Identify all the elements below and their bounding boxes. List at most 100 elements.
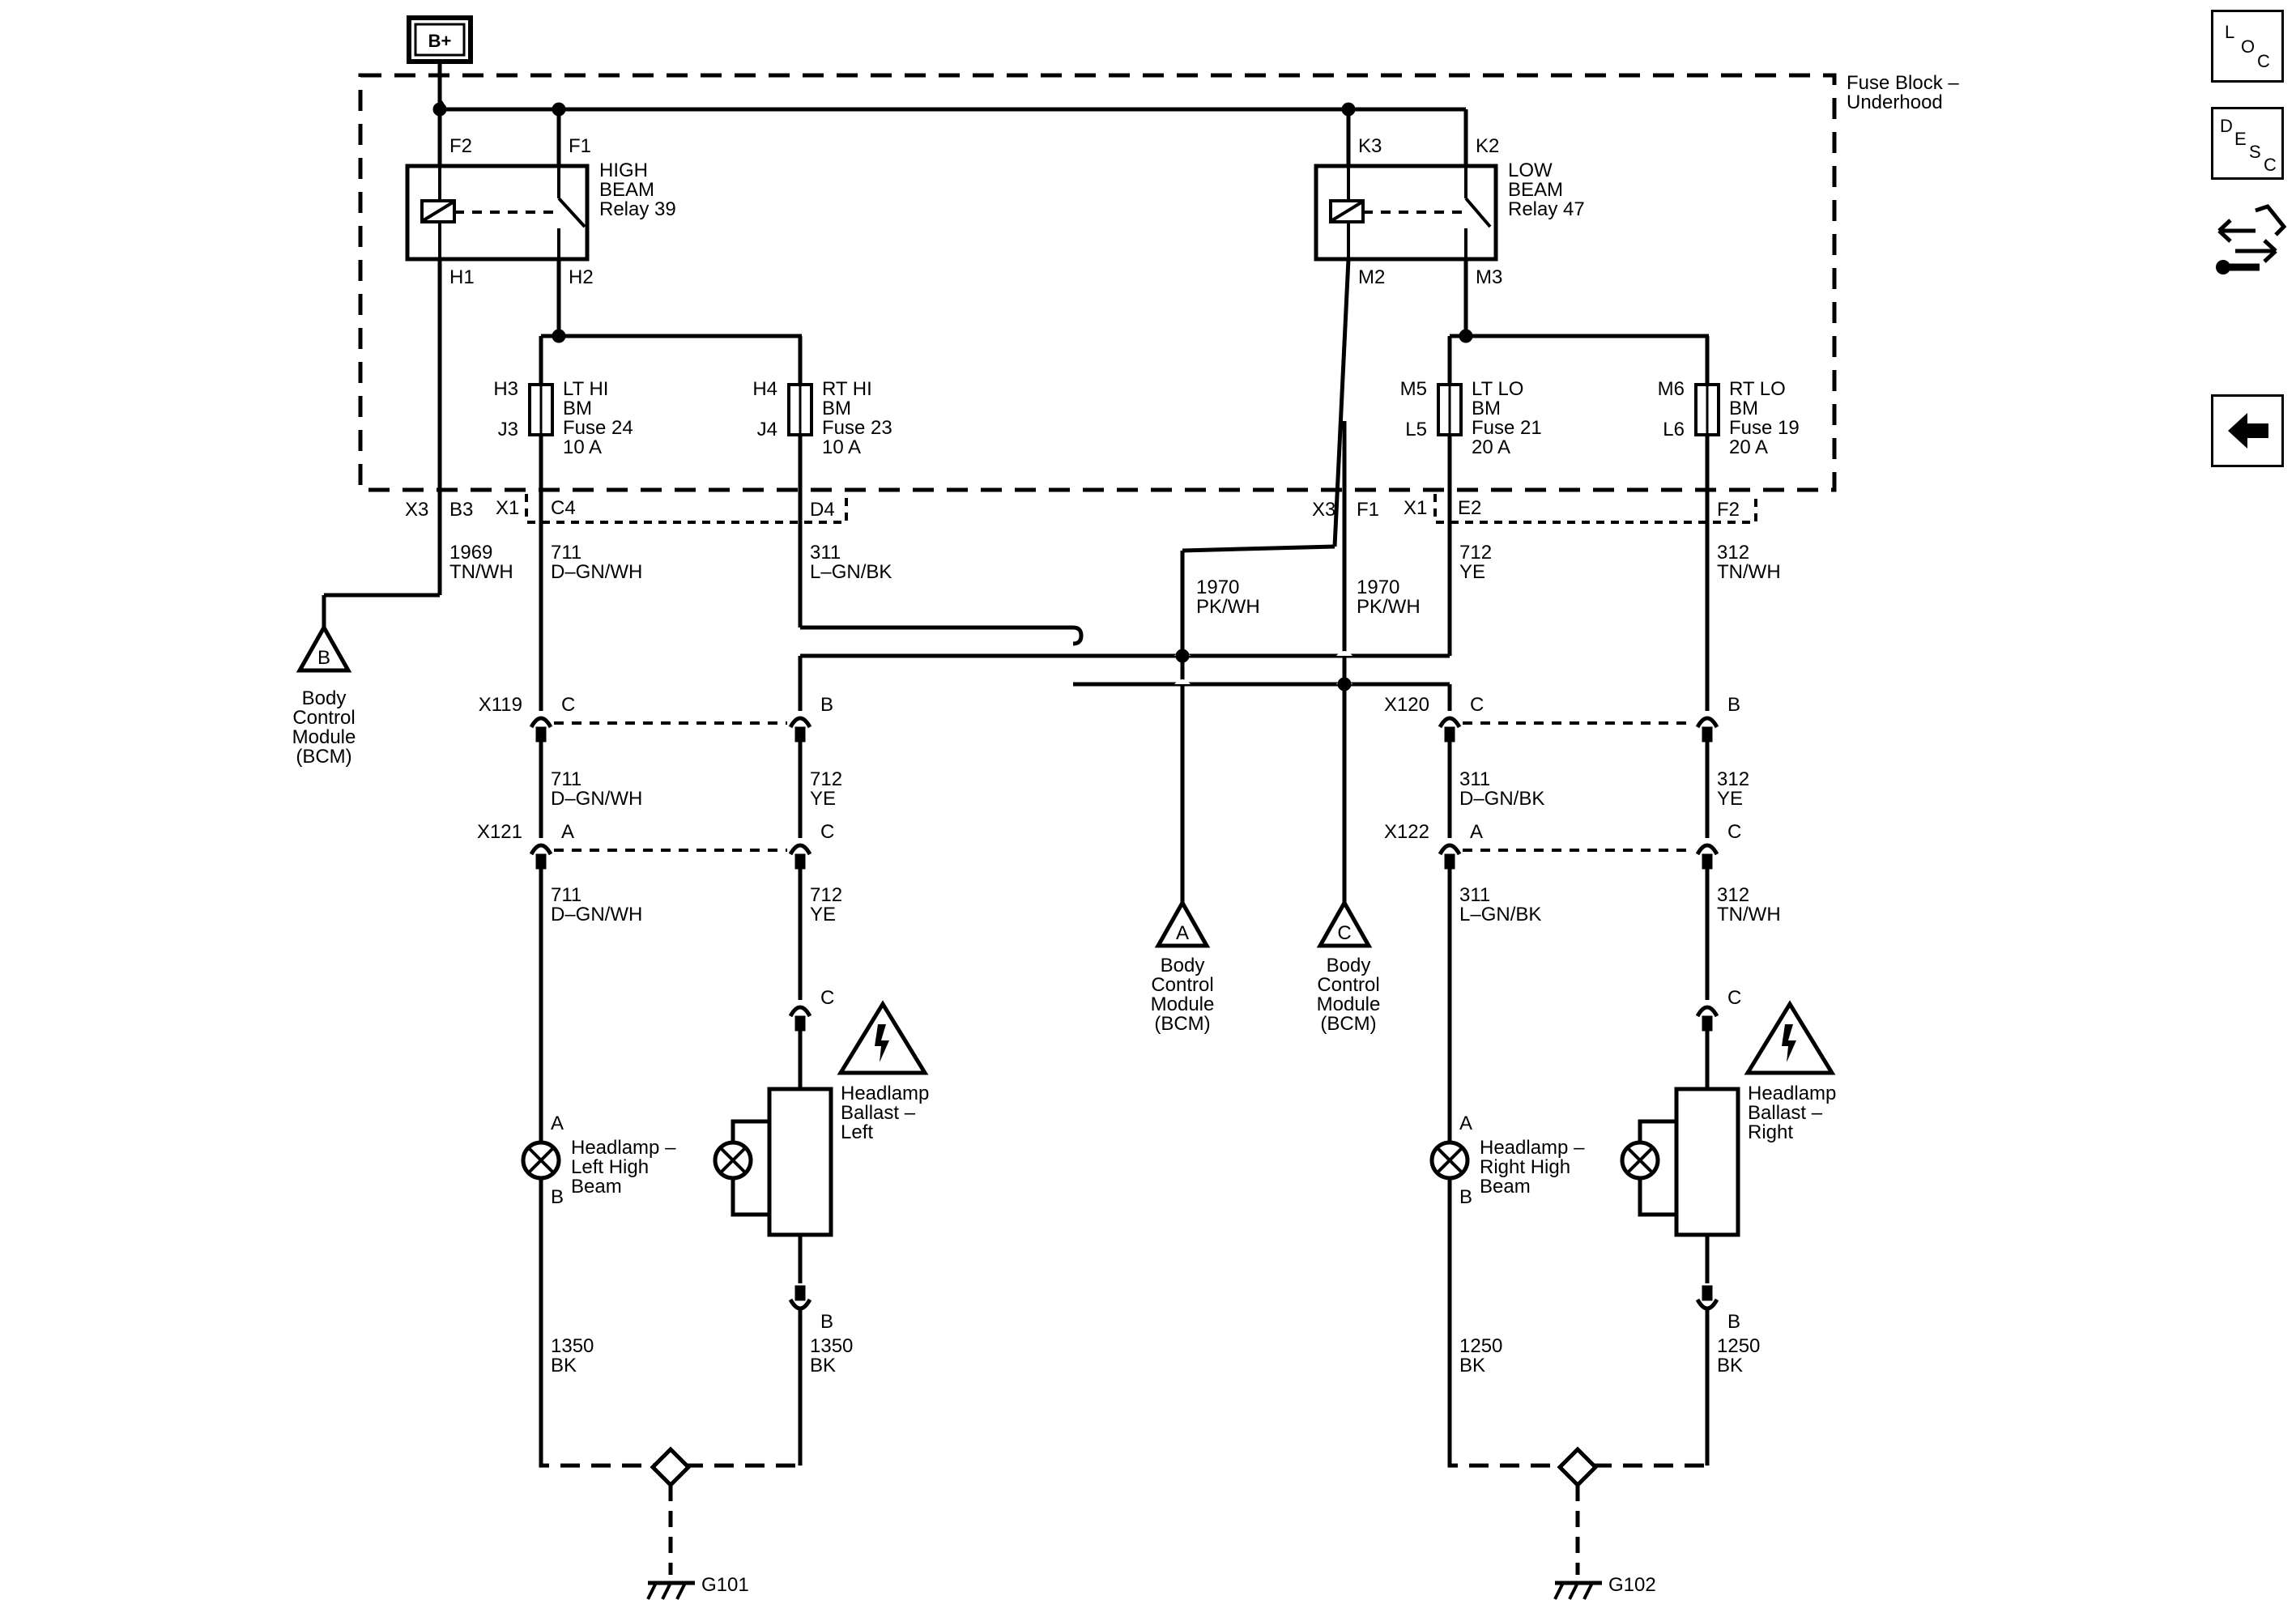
bcm-c-line4: (BCM) (1320, 1013, 1376, 1035)
wire-1250b-num: 1250 (1717, 1335, 1760, 1357)
fuse1-top-pin: H3 (493, 378, 518, 400)
wire-311-low-color: L–GN/BK (1459, 904, 1541, 925)
lamp-left-line1: Headlamp – (571, 1137, 676, 1159)
connector-x119: X119 C B (479, 694, 833, 742)
loc-letter-c: C (2257, 51, 2270, 71)
fuse4-line3: Fuse 19 (1729, 417, 1800, 439)
wire-312-mid-num: 312 (1717, 768, 1749, 790)
conn-b3: B3 (449, 499, 473, 521)
conn-f1: F1 (1357, 499, 1379, 521)
wire-312-top-num: 312 (1717, 542, 1749, 564)
wire-1250b-color: BK (1717, 1355, 1743, 1376)
pin-h2: H2 (569, 266, 594, 288)
ground-right-label: G102 (1608, 1574, 1656, 1596)
lamp-left-pin-b: B (551, 1186, 564, 1208)
desc-button[interactable]: D E S C (2211, 107, 2284, 180)
fuse-lt-lo: M5 L5 LT LO BM Fuse 21 20 A (1400, 336, 1542, 458)
lamp-left-line3: Beam (571, 1176, 622, 1198)
battery-supply: B+ (407, 15, 473, 109)
wire-labels: 1969 TN/WH 711 D–GN/WH 311 L–GN/BK 1970 … (449, 542, 1781, 618)
high-beam-relay: HIGH BEAM Relay 39 F2 F1 H1 H2 (405, 135, 676, 288)
x121-name: X121 (477, 821, 522, 843)
bcm-a-letter: A (1176, 922, 1189, 944)
fuse2-line1: RT HI (822, 378, 872, 400)
wire-1250a-color: BK (1459, 1355, 1485, 1376)
conn-c4: C4 (551, 497, 576, 519)
lamp-right-pin-b: B (1459, 1186, 1472, 1208)
wire-312-low-color: TN/WH (1717, 904, 1781, 925)
x122-pin-a: A (1470, 821, 1483, 843)
wire-711-mid-color: D–GN/WH (551, 788, 642, 810)
bcm-b-line4: (BCM) (296, 746, 351, 768)
wire-1970a-num: 1970 (1196, 576, 1239, 598)
fuse1-line4: 10 A (563, 436, 602, 458)
ballast-right-pin-b: B (1727, 1311, 1740, 1333)
lamp-left-pin-a: A (551, 1113, 564, 1134)
fuse1-line1: LT HI (563, 378, 608, 400)
fuse2-top-pin: H4 (752, 378, 777, 400)
high-voltage-warning-icon (837, 1000, 929, 1075)
bcm-ref-c: C Body Control Module (BCM) (1317, 898, 1381, 1035)
conn-x1-right: X1 (1404, 497, 1427, 519)
wire-1969-color: TN/WH (449, 561, 513, 583)
fuse4-line1: RT LO (1729, 378, 1786, 400)
wire-1969-num: 1969 (449, 542, 492, 564)
fuse3-line1: LT LO (1472, 378, 1523, 400)
x120-pin-c: C (1470, 694, 1484, 716)
bcm-a-line4: (BCM) (1154, 1013, 1210, 1035)
wire-1350b-num: 1350 (810, 1335, 853, 1357)
ballast-right-pin-c: C (1727, 987, 1741, 1009)
fuse-lt-hi: H3 J3 LT HI BM Fuse 24 10 A (493, 336, 633, 458)
bcm-ref-b: B Body Control Module (BCM) (292, 623, 356, 768)
bcm-a-line1: Body (1161, 955, 1205, 976)
wire-311-top-num: 311 (810, 542, 841, 564)
block-connectors: X3 B3 X1 C4 D4 X3 F1 X1 E2 F2 (405, 494, 1757, 524)
ballast-right-line1: Headlamp (1748, 1083, 1836, 1104)
desc-letter-c: C (2264, 155, 2277, 175)
wire-1970c-color: PK/WH (1357, 596, 1421, 618)
fuse4-bottom-pin: L6 (1663, 419, 1685, 440)
fuse2-bottom-pin: J4 (757, 419, 777, 440)
wiring-below-block (539, 421, 1710, 903)
wire-712-low-color: YE (810, 904, 836, 925)
fuse-block-outline: Fuse Block – Underhood (358, 72, 1959, 492)
low-relay-line2: BEAM (1508, 179, 1563, 201)
desc-letter-e: E (2234, 129, 2247, 149)
back-button[interactable] (2211, 394, 2284, 467)
bcm-ref-a: A Body Control Module (BCM) (1151, 898, 1215, 1035)
fuse-rt-lo: M6 L6 RT LO BM Fuse 19 20 A (1658, 336, 1800, 458)
bcm-c-line1: Body (1327, 955, 1371, 976)
bcm-c-letter: C (1337, 922, 1351, 944)
fuse4-top-pin: M6 (1658, 378, 1685, 400)
bcm-c-line3: Module (1317, 993, 1381, 1015)
wire-711-low-color: D–GN/WH (551, 904, 642, 925)
main-bus (432, 100, 1468, 166)
fuse3-line3: Fuse 21 (1472, 417, 1542, 439)
desc-letter-s: S (2249, 142, 2261, 162)
bcm-b-line1: Body (302, 687, 347, 709)
fuse-block-label-line2: Underhood (1847, 91, 1943, 113)
bcm-b-letter: B (317, 647, 330, 669)
ballast-right-line3: Right (1748, 1121, 1793, 1143)
loc-button[interactable]: L O C (2211, 10, 2284, 83)
x122-name: X122 (1384, 821, 1429, 843)
conn-f2: F2 (1717, 499, 1740, 521)
service-procedure-icon[interactable] (2211, 202, 2288, 283)
low-relay-line3: Relay 47 (1508, 198, 1585, 220)
connector-x120: X120 C B (1384, 694, 1740, 742)
x120-pin-b: B (1727, 694, 1740, 716)
bcm-b-line2: Control (292, 707, 355, 729)
x119-name: X119 (479, 694, 522, 716)
wire-711-top-num: 711 (551, 542, 581, 564)
fuse3-line2: BM (1472, 398, 1501, 419)
mid-wire-labels: 711 D–GN/WH 712 YE 311 D–GN/BK 312 YE (551, 768, 1749, 810)
pin-m2: M2 (1358, 266, 1385, 288)
lamp-right-pin-a: A (1459, 1113, 1472, 1134)
lamp-right-high: A B Headlamp – Right High Beam (1429, 1113, 1585, 1208)
ballast-left: C B Headlamp Ballast – Left (713, 987, 929, 1333)
bcm-a-line3: Module (1151, 993, 1215, 1015)
fuse-block-label-line1: Fuse Block – (1847, 72, 1959, 94)
wire-711-top-color: D–GN/WH (551, 561, 642, 583)
